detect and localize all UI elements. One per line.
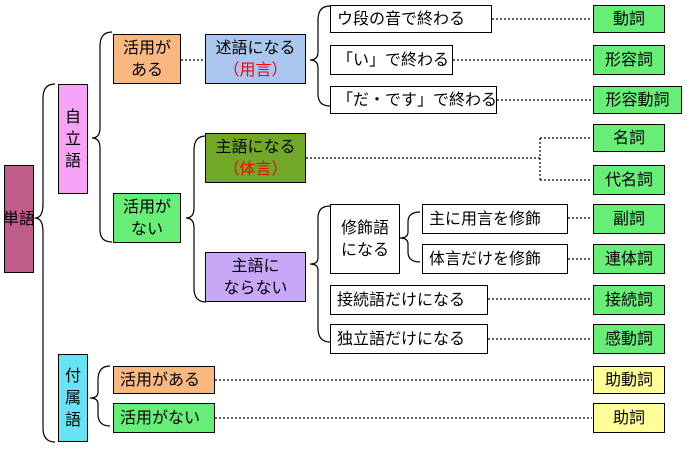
- cond-yougen-shuushoku-label: 主に用言を修飾: [429, 209, 542, 228]
- shugo-naranai-line-2: ならない: [223, 278, 288, 297]
- katsuyou-nashi-line-2: ない: [130, 219, 163, 238]
- fuzokugo-char-3: 語: [64, 410, 81, 429]
- cond-setsuzoku-label: 接続語だけになる: [337, 290, 466, 309]
- node-tango-label: 単語: [3, 209, 36, 228]
- shugo-line-2: （体言）: [223, 159, 288, 178]
- pos-setsuzokushi: 接続詞: [593, 285, 665, 315]
- cond-dokuritsu: 独立語だけになる: [330, 324, 488, 354]
- shugo-line-1: 主語になる: [215, 137, 296, 156]
- pos-doushi-label: 動詞: [612, 9, 645, 28]
- node-shugo: 主語になる （体言）: [205, 133, 306, 183]
- brace-jiritsugo: [91, 31, 113, 243]
- pos-fukushi: 副詞: [593, 204, 665, 234]
- node-jiritsugo: 自 立 語: [58, 84, 88, 194]
- cond-i-end-label: 「い」で終わる: [337, 50, 450, 69]
- fuzokugo-char-1: 付: [64, 366, 81, 385]
- shuushoku-line-1: 修飾語: [340, 218, 389, 237]
- jutsugo-line-2: （用言）: [223, 60, 288, 79]
- cond-da-desu-label: 「だ・です」で終わる: [337, 90, 498, 109]
- cond-i-end: 「い」で終わる: [330, 45, 453, 75]
- cond-fuzoku-nashi-label: 活用がない: [120, 408, 201, 427]
- jiritsugo-char-1: 自: [64, 107, 81, 126]
- node-shugo-naranai: 主語に ならない: [205, 252, 306, 302]
- shuushoku-line-2: になる: [340, 240, 389, 259]
- pos-keiyoushi-label: 形容詞: [604, 50, 653, 69]
- node-tango: 単語: [3, 165, 36, 273]
- pos-jodoushi: 助動詞: [593, 366, 665, 394]
- pos-setsuzokushi-label: 接続詞: [604, 290, 653, 309]
- pos-kandoushi: 感動詞: [593, 324, 665, 354]
- node-shuushoku: 修飾語 になる: [330, 204, 400, 274]
- pos-keiyoushi: 形容詞: [593, 45, 665, 75]
- brace-shugo-naranai: [309, 205, 331, 343]
- katsuyou-nashi-line-1: 活用が: [122, 197, 171, 216]
- node-katsuyou-nashi: 活用が ない: [113, 193, 181, 243]
- cond-u-dan: ウ段の音で終わる: [330, 5, 492, 33]
- cond-setsuzoku: 接続語だけになる: [330, 285, 488, 315]
- brace-fuzokugo: [89, 365, 111, 427]
- pos-joshi-label: 助詞: [612, 408, 645, 427]
- cond-taigen-shuushoku: 体言だけを修飾: [422, 244, 568, 274]
- katsuyou-ari-line-2: ある: [130, 60, 163, 79]
- pos-meishi-label: 名詞: [612, 128, 645, 147]
- pos-keiyoudoushi: 形容動詞: [593, 86, 682, 114]
- cond-fuzoku-ari-label: 活用がある: [120, 370, 201, 389]
- pos-jodoushi-label: 助動詞: [604, 370, 653, 389]
- jutsugo-line-1: 述語になる: [215, 38, 296, 57]
- brace-root: [34, 83, 56, 443]
- brace-shuushoku: [399, 211, 421, 263]
- node-jutsugo: 述語になる （用言）: [205, 34, 306, 84]
- pos-kandoushi-label: 感動詞: [604, 329, 653, 348]
- cond-fuzoku-nashi: 活用がない: [113, 403, 215, 433]
- node-fuzokugo: 付 属 語: [58, 354, 88, 442]
- pos-joshi: 助詞: [593, 403, 665, 433]
- pos-keiyoudoushi-label: 形容動詞: [605, 90, 670, 109]
- cond-taigen-shuushoku-label: 体言だけを修飾: [429, 249, 542, 268]
- pos-doushi: 動詞: [593, 5, 665, 33]
- fuzokugo-char-2: 属: [64, 388, 81, 407]
- katsuyou-ari-line-1: 活用が: [122, 38, 171, 57]
- node-katsuyou-ari: 活用が ある: [113, 34, 181, 84]
- cond-u-dan-label: ウ段の音で終わる: [337, 9, 466, 28]
- shugo-naranai-line-1: 主語に: [231, 256, 280, 275]
- jiritsugo-char-2: 立: [64, 129, 81, 148]
- cond-da-desu: 「だ・です」で終わる: [330, 86, 497, 114]
- pos-rentaishi: 連体詞: [593, 244, 665, 274]
- jiritsugo-char-3: 語: [64, 151, 81, 170]
- cond-dokuritsu-label: 独立語だけになる: [337, 329, 466, 348]
- pos-daimeishi: 代名詞: [593, 165, 665, 195]
- brace-katsuyou-nashi: [185, 135, 207, 303]
- pos-rentaishi-label: 連体詞: [604, 249, 653, 268]
- cond-yougen-shuushoku: 主に用言を修飾: [422, 204, 568, 234]
- pos-meishi: 名詞: [593, 124, 665, 152]
- pos-daimeishi-label: 代名詞: [604, 170, 653, 189]
- cond-fuzoku-ari: 活用がある: [113, 366, 215, 394]
- brace-jutsugo: [309, 5, 331, 107]
- pos-fukushi-label: 副詞: [612, 209, 645, 228]
